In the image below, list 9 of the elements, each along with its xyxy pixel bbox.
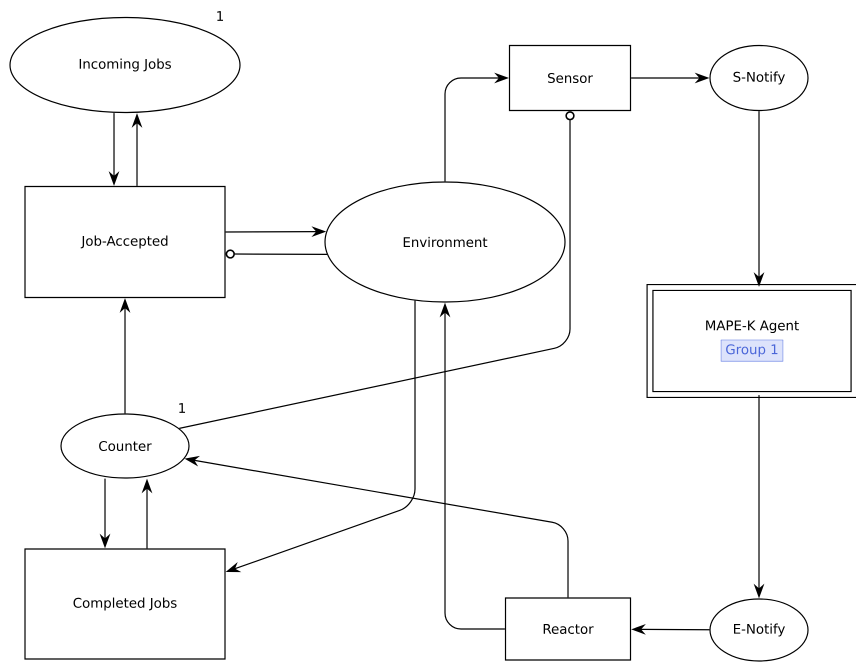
- group-tag: Group 1: [720, 340, 784, 362]
- arrow: [226, 249, 327, 259]
- arrow: [179, 111, 575, 429]
- transition-box: Job-Accepted: [24, 186, 226, 298]
- transition-box: Completed Jobs: [24, 548, 226, 660]
- agent-box: MAPE-K Agent Group 1: [646, 284, 856, 398]
- transition-box: Reactor: [504, 597, 632, 661]
- transition-box: Sensor: [508, 44, 632, 112]
- token-count: 1: [179, 403, 186, 413]
